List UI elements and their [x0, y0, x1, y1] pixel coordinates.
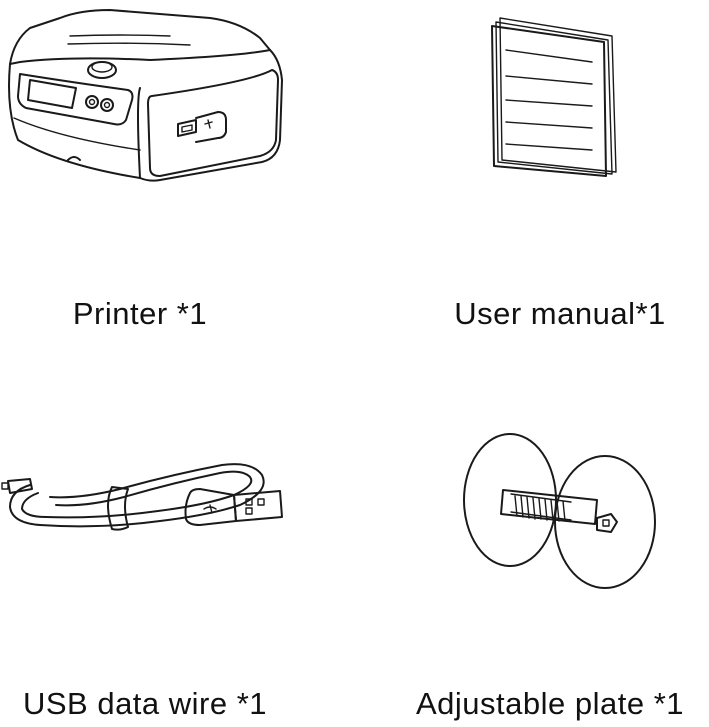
printer-illustration	[8, 9, 283, 182]
manual-item	[480, 10, 630, 180]
printer-item	[0, 0, 300, 200]
plate-item	[455, 430, 660, 590]
usb-cable-illustration	[1, 463, 283, 531]
user-manual-label: User manual*1	[454, 296, 666, 331]
printer-label: Printer *1	[72, 296, 208, 331]
adjustable-plate-illustration	[463, 433, 656, 589]
usb-cable-item	[0, 445, 300, 555]
user-manual-illustration	[491, 17, 617, 177]
usb-data-wire-label: USB data wire *1	[22, 686, 268, 721]
adjustable-plate-label: Adjustable plate *1	[415, 686, 685, 721]
